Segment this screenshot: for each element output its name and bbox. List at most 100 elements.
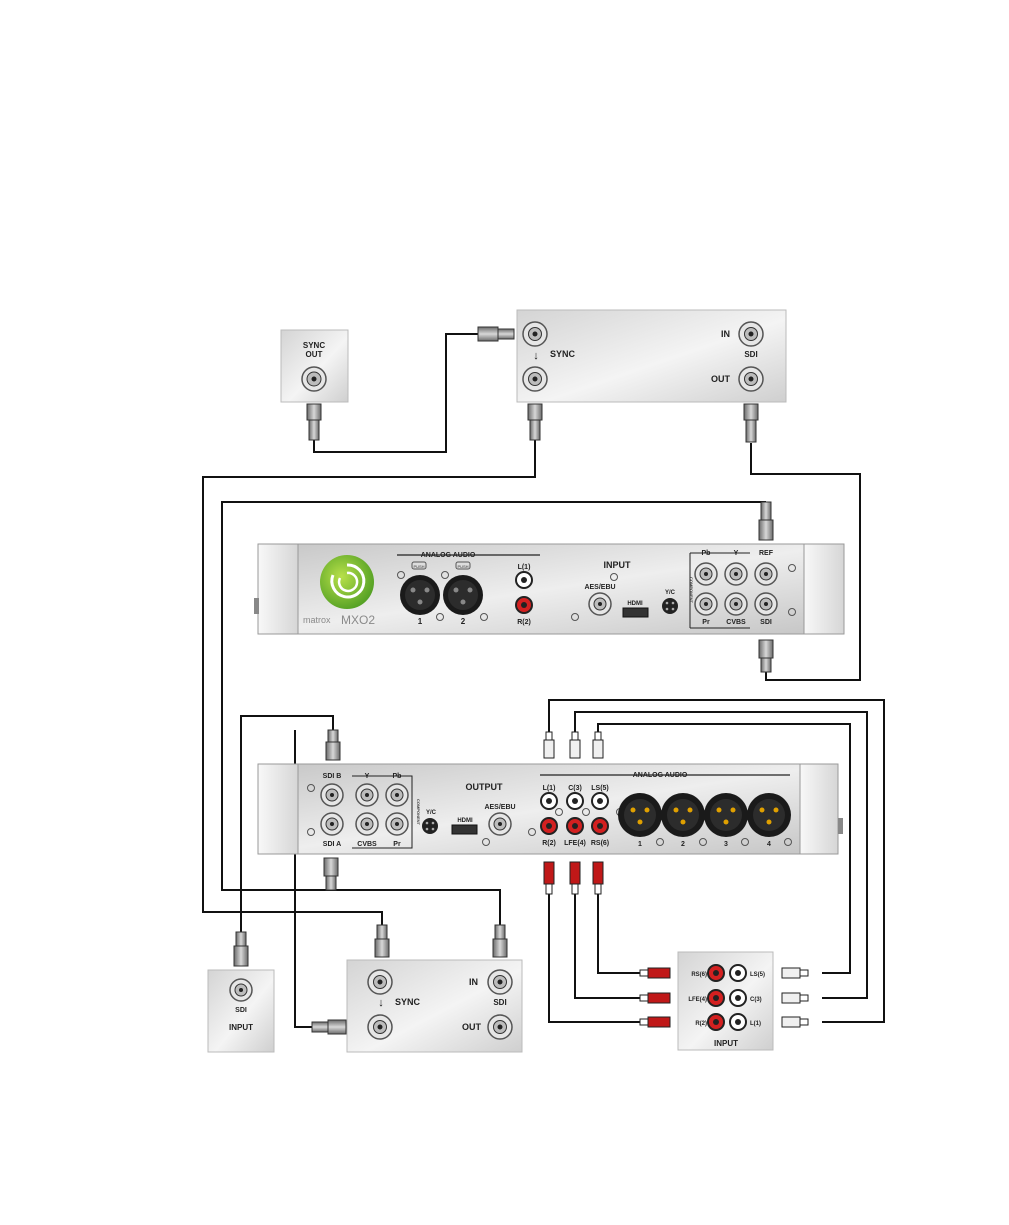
lfe4-label: LFE(4) xyxy=(564,840,586,847)
hdmi-output-port[interactable] xyxy=(451,824,478,835)
ls5-label: LS(5) xyxy=(750,972,765,978)
rs6-label: RS(6) xyxy=(591,840,609,847)
output-label: OUTPUT xyxy=(466,782,504,792)
rca-input-rs[interactable] xyxy=(707,964,725,982)
rca-output-rs[interactable] xyxy=(591,817,609,835)
bnc-sdi-input[interactable] xyxy=(754,592,778,616)
bnc-plug xyxy=(311,1019,347,1035)
rca-input-l[interactable] xyxy=(515,571,533,589)
sync-label: SYNC xyxy=(303,341,325,350)
cable-r2 xyxy=(548,894,640,1023)
bnc-plug xyxy=(743,403,759,443)
xlr3-label: 3 xyxy=(724,841,728,848)
bnc-sdi-in[interactable] xyxy=(487,969,513,995)
bnc-aes-ebu-input[interactable] xyxy=(588,592,612,616)
component-label: COMPONENT xyxy=(689,577,694,604)
input-label: INPUT xyxy=(604,560,632,570)
sdi-label: SDI xyxy=(235,1007,247,1014)
bnc-connector[interactable] xyxy=(301,366,327,392)
xlr-output-4[interactable] xyxy=(747,793,791,837)
ls5-label: LS(5) xyxy=(591,785,609,792)
cable-c3 xyxy=(574,711,868,999)
bnc-y-output[interactable] xyxy=(355,783,379,807)
r2-label: R(2) xyxy=(542,840,556,847)
bnc-pb-output[interactable] xyxy=(385,783,409,807)
bnc-sync-in[interactable] xyxy=(522,321,548,347)
bnc-pr-output[interactable] xyxy=(385,812,409,836)
input-label: INPUT xyxy=(229,1023,253,1032)
cable-rs6 xyxy=(597,894,640,974)
bnc-y-input[interactable] xyxy=(724,562,748,586)
rca-output-r[interactable] xyxy=(540,817,558,835)
analog-audio-label: ANALOG AUDIO xyxy=(421,552,476,559)
bnc-pr-input[interactable] xyxy=(694,592,718,616)
xlr2-label: 2 xyxy=(461,617,466,626)
cable-deck-sdi-out-to-input-sdi xyxy=(750,443,861,681)
rca-plug-red xyxy=(639,967,671,979)
cable-lfe4 xyxy=(574,894,640,999)
rca-input-ls[interactable] xyxy=(729,964,747,982)
rca-plug-white xyxy=(781,1016,809,1028)
bnc-cvbs-input[interactable] xyxy=(724,592,748,616)
out-label: OUT xyxy=(306,350,323,359)
rca-plug-red xyxy=(569,861,581,895)
xlr-input-2[interactable]: PUSH xyxy=(443,561,483,615)
bnc-sdi-out[interactable] xyxy=(487,1014,513,1040)
lfe4-label: LFE(4) xyxy=(688,997,707,1003)
mxo2-output-panel: SDI B Y Pb COMPONENT xyxy=(257,729,843,895)
xlr-output-1[interactable] xyxy=(618,793,662,837)
bnc-plug xyxy=(477,326,515,342)
bnc-pb-input[interactable] xyxy=(694,562,718,586)
bnc-ref-input[interactable] xyxy=(754,562,778,586)
rca-plug-white xyxy=(543,731,555,759)
rca-input-lfe[interactable] xyxy=(707,989,725,1007)
rca-output-lfe[interactable] xyxy=(566,817,584,835)
sdi-label: SDI xyxy=(493,998,506,1007)
bnc-cvbs-output[interactable] xyxy=(355,812,379,836)
sdi-label: SDI xyxy=(744,350,757,359)
bnc-aes-ebu-output[interactable] xyxy=(488,812,512,836)
out-label: OUT xyxy=(462,1022,482,1032)
bnc-sdia-output[interactable] xyxy=(320,812,344,836)
xlr1-label: 1 xyxy=(638,841,642,848)
bnc-sdi-in[interactable] xyxy=(738,321,764,347)
matrox-logo: matrox MXO2 xyxy=(303,555,375,627)
xlr2-label: 2 xyxy=(681,841,685,848)
rca-output-c[interactable] xyxy=(566,792,584,810)
c3-label: C(3) xyxy=(750,997,762,1003)
pr-label: Pr xyxy=(393,841,401,848)
bnc-sync-loop[interactable] xyxy=(522,366,548,392)
bnc-sdib-output[interactable] xyxy=(320,783,344,807)
xlr-input-1[interactable]: PUSH xyxy=(400,561,440,615)
bnc-plug xyxy=(527,403,543,441)
sync-generator: SYNC OUT xyxy=(280,329,349,441)
bnc-sync-loop[interactable] xyxy=(367,1014,393,1040)
rca-input-r[interactable] xyxy=(707,1013,725,1031)
rca-plug-red xyxy=(639,992,671,1004)
hdmi-input-port[interactable] xyxy=(622,607,649,618)
hdmi-label: HDMI xyxy=(457,818,473,824)
xlr-output-2[interactable] xyxy=(661,793,705,837)
rca-output-l[interactable] xyxy=(540,792,558,810)
cable-output-sdib-to-monitor xyxy=(240,715,334,932)
xlr4-label: 4 xyxy=(767,841,771,848)
r2-label: R(2) xyxy=(517,619,531,626)
l1-label: L(1) xyxy=(543,785,556,792)
rca-input-r[interactable] xyxy=(515,596,533,614)
bnc-plug xyxy=(374,924,390,958)
rca-output-ls[interactable] xyxy=(591,792,609,810)
svideo-input-port[interactable] xyxy=(662,598,678,614)
bnc-plug xyxy=(492,924,508,958)
rca-input-c[interactable] xyxy=(729,989,747,1007)
sdib-label: SDI B xyxy=(323,773,342,780)
xlr-output-3[interactable] xyxy=(704,793,748,837)
rca-input-l[interactable] xyxy=(729,1013,747,1031)
aes-ebu-label: AES/EBU xyxy=(484,804,515,811)
bnc-sync-in[interactable] xyxy=(367,969,393,995)
bnc-sdi-out[interactable] xyxy=(738,366,764,392)
cvbs-label: CVBS xyxy=(726,619,746,626)
svideo-output-port[interactable] xyxy=(422,818,438,834)
sync-label: SYNC xyxy=(550,349,576,359)
deck-top: ↓ SYNC IN SDI OUT xyxy=(477,309,787,443)
bnc-monitor-sdi[interactable] xyxy=(229,978,253,1002)
